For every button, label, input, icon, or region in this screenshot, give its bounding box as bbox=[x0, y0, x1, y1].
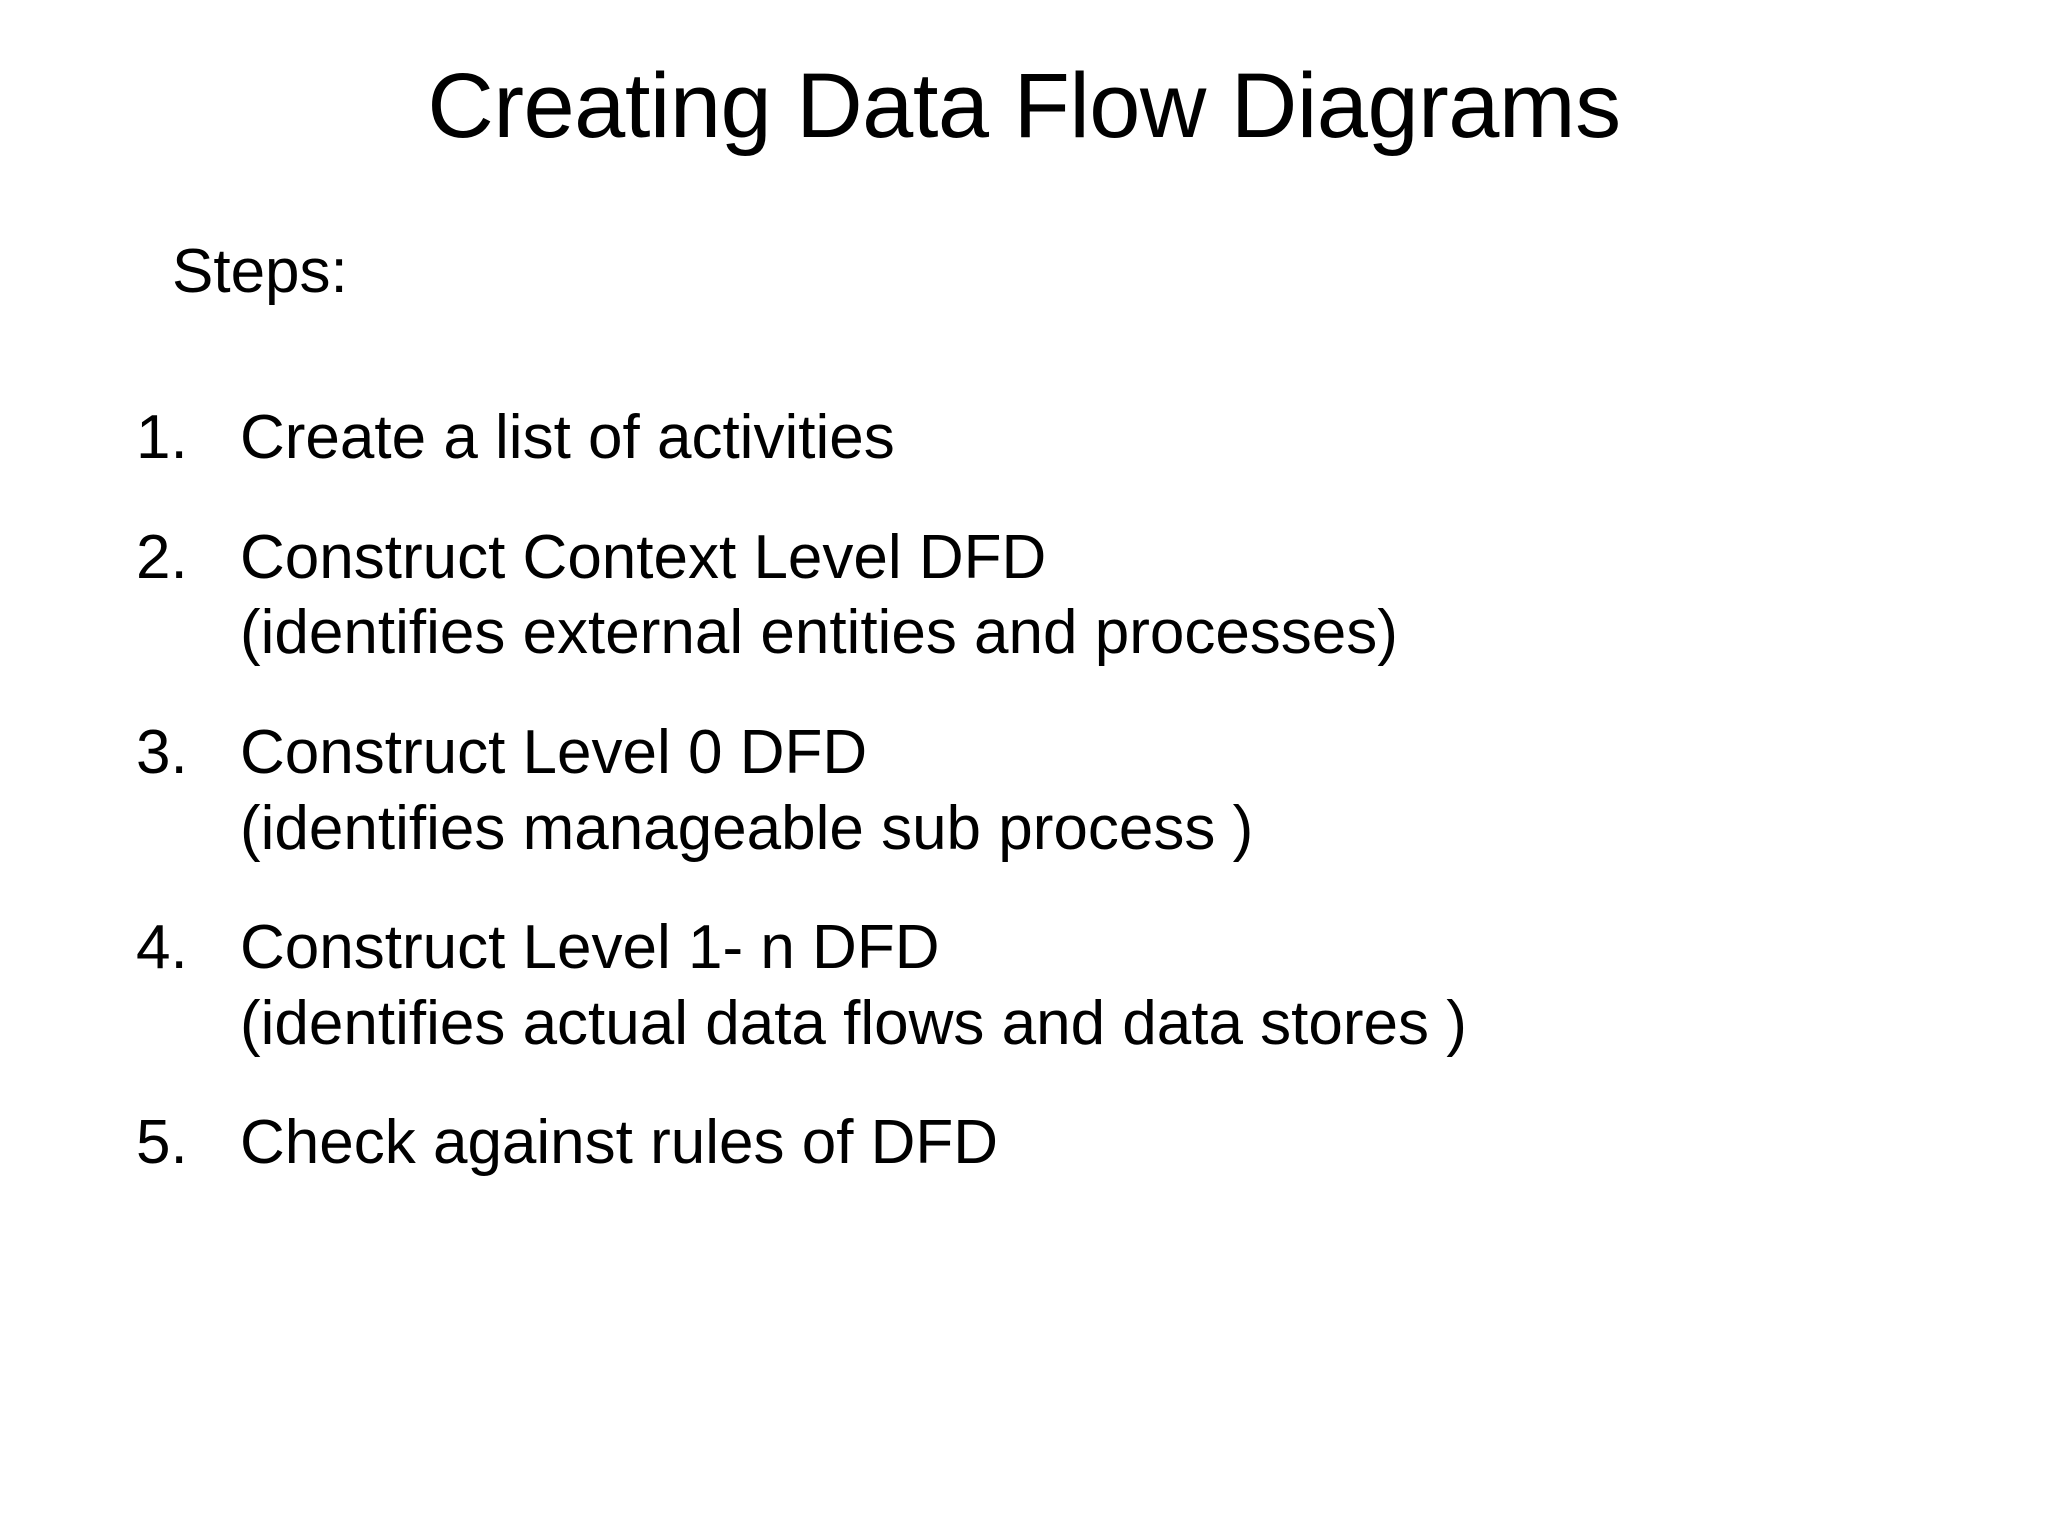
list-item: 4. Construct Level 1- n DFD (identifies … bbox=[136, 910, 1936, 1061]
list-item-number: 2. bbox=[136, 522, 188, 592]
list-item: 2. Construct Context Level DFD (identifi… bbox=[136, 520, 1936, 671]
list-item-number: 3. bbox=[136, 717, 188, 787]
list-item-number: 1. bbox=[136, 403, 188, 472]
list-item-body: Check against rules of DFD bbox=[240, 1105, 1936, 1181]
steps-section-label: Steps: bbox=[172, 237, 348, 306]
list-item-text: Construct Level 0 DFD bbox=[240, 717, 868, 787]
list-item: 5. Check against rules of DFD bbox=[136, 1105, 1936, 1181]
steps-list: 1. Create a list of activities 2. Constr… bbox=[136, 400, 1936, 1181]
list-item: 3. Construct Level 0 DFD (identifies man… bbox=[136, 715, 1936, 866]
page-title: Creating Data Flow Diagrams bbox=[427, 55, 1621, 157]
list-item-number: 4. bbox=[136, 913, 188, 983]
list-item-subtext: (identifies external entities and proces… bbox=[240, 598, 1398, 668]
list-item-body: Construct Level 1- n DFD (identifies act… bbox=[240, 910, 1936, 1061]
list-item-text: Construct Context Level DFD bbox=[240, 522, 1047, 592]
list-item-text: Check against rules of DFD bbox=[240, 1108, 999, 1178]
list-item-number: 5. bbox=[136, 1108, 188, 1178]
list-item-body: Construct Level 0 DFD (identifies manage… bbox=[240, 715, 1936, 866]
list-item-text: Construct Level 1- n DFD bbox=[240, 913, 940, 983]
list-item-subtext: (identifies actual data flows and data s… bbox=[240, 988, 1467, 1058]
list-item-body: Construct Context Level DFD (identifies … bbox=[240, 520, 1936, 671]
list-item-body: Create a list of activities bbox=[240, 400, 1936, 476]
list-item-subtext: (identifies manageable sub process ) bbox=[240, 793, 1254, 863]
list-item-text: Create a list of activities bbox=[240, 403, 895, 472]
list-item: 1. Create a list of activities bbox=[136, 400, 1936, 476]
